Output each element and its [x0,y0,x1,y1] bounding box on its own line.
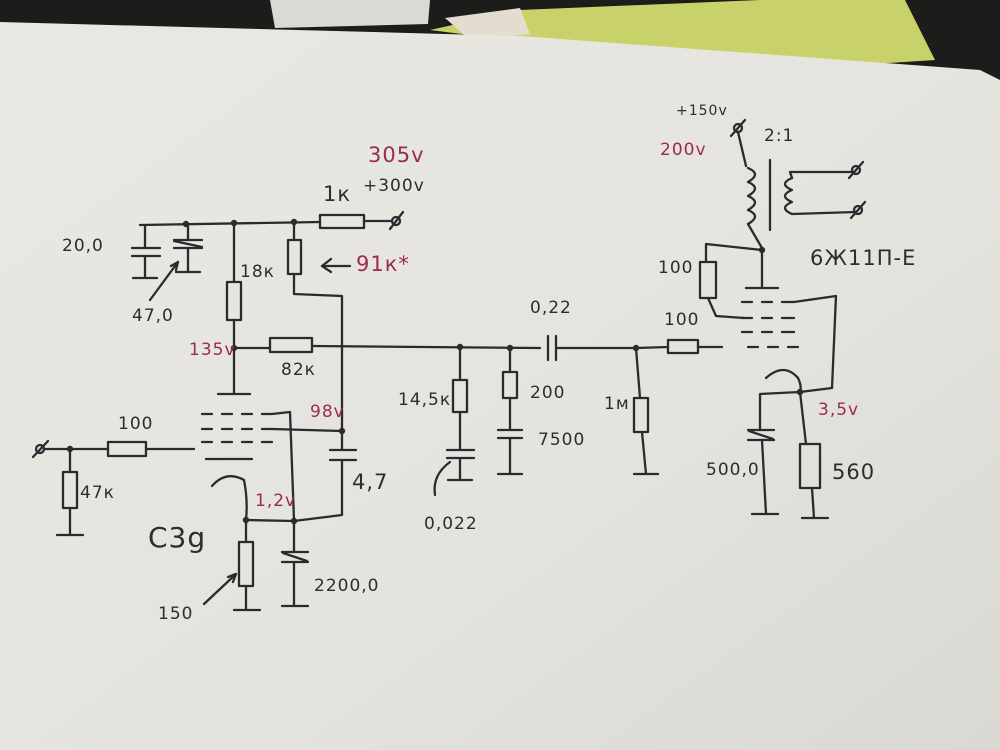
label-100-in: 100 [118,414,154,434]
terminal-150v-slash [729,118,747,138]
green-paper [430,0,935,70]
label-47-cap: 4,7 [352,470,389,494]
label-tube1: С3g [148,521,207,554]
terminal-300v-slash [388,210,405,231]
transformer-primary [746,166,757,226]
terminal-300v [390,215,402,227]
capacitor-0022 [445,410,476,482]
label-c20: 20,0 [62,236,104,256]
label-47k: 47к [80,483,115,503]
schematic-drawing [31,118,867,612]
wire-plate-2 [746,222,764,250]
wire-560-top [798,390,808,446]
label-91k: 91к* [356,252,410,276]
screen-wire-1 [216,346,252,396]
capacitor-7500 [496,396,524,476]
label-c47: 47,0 [132,306,174,326]
label-supply-measured: 305v [368,143,425,167]
label-200v: 200v [660,140,707,160]
secondary-wires [788,170,858,216]
label-022: 0,22 [530,298,572,318]
resistor-560 [798,442,822,490]
out-terminal-1-slash [847,160,865,180]
tube1-right-wire [270,410,296,522]
capacitor-20 [130,223,162,280]
label-7500: 7500 [538,430,586,450]
tube2-right-wire [792,294,838,390]
wire-1m-top [634,346,642,400]
plate-node-wire [270,427,344,433]
wire-screen-2 [704,242,764,264]
ground-150 [232,584,262,612]
label-supply-nominal: +300v [363,176,425,196]
wire-screen-2b [706,296,746,320]
capacitor-47 [172,222,204,274]
transformer-secondary [783,176,794,216]
arrow-47-head [169,260,180,272]
arrow-150-head [226,572,238,584]
wire-grid-2 [634,345,670,350]
cathode-wire-2 [798,386,834,394]
wire-500-top [758,390,802,432]
label-560: 560 [832,460,876,484]
arrow-47 [148,260,180,302]
label-1m: 1м [604,394,630,414]
out-terminal-2 [852,204,864,216]
wire-trafo-top [736,130,748,168]
tube1-cathode [210,475,248,522]
beige-paper [445,8,530,40]
ground-47k [55,506,85,537]
capacitor-47-coupling [292,429,358,523]
label-35v: 3,5v [818,400,860,420]
out-terminal-2-slash [849,200,867,220]
capacitor-500 [746,428,780,516]
out-terminal-1 [850,164,862,176]
label-18k: 18к [240,262,275,282]
label-12v: 1,2v [255,491,297,511]
arrow-91k-head [320,257,333,274]
capacitor-022 [546,334,638,362]
label-2200: 2200,0 [314,576,380,596]
label-0022: 0,022 [424,514,478,534]
label-500: 500,0 [706,460,760,480]
label-135v: 135v [189,340,236,360]
label-145k: 14,5к [398,390,452,410]
cathode-wire-1 [244,518,296,523]
label-200: 200 [530,383,566,403]
label-100-grid2: 100 [664,310,700,330]
label-100-screen2: 100 [658,258,694,278]
label-150: 150 [158,604,194,624]
main-node-wire [310,344,542,350]
white-paper-scrap [270,0,430,28]
notebook-page [0,22,1000,750]
label-1k: 1к [323,182,352,206]
top-rail-wire [138,220,322,227]
tube2-cathode [764,368,802,394]
label-98v: 98v [310,402,345,422]
capacitor-2200 [280,519,310,608]
input-terminal-slash [31,439,50,459]
ground-560 [800,486,830,520]
arrow-150 [202,572,238,606]
ground-1m [632,430,660,476]
arrow-0022 [433,460,452,497]
label-82k: 82к [281,360,316,380]
plate-2 [744,248,780,290]
label-trafo-ratio: 2:1 [764,126,795,146]
label-150v: +150v [676,103,728,119]
label-tube2: 6Ж11П-Е [810,246,917,270]
plate-wire-1 [292,272,344,434]
